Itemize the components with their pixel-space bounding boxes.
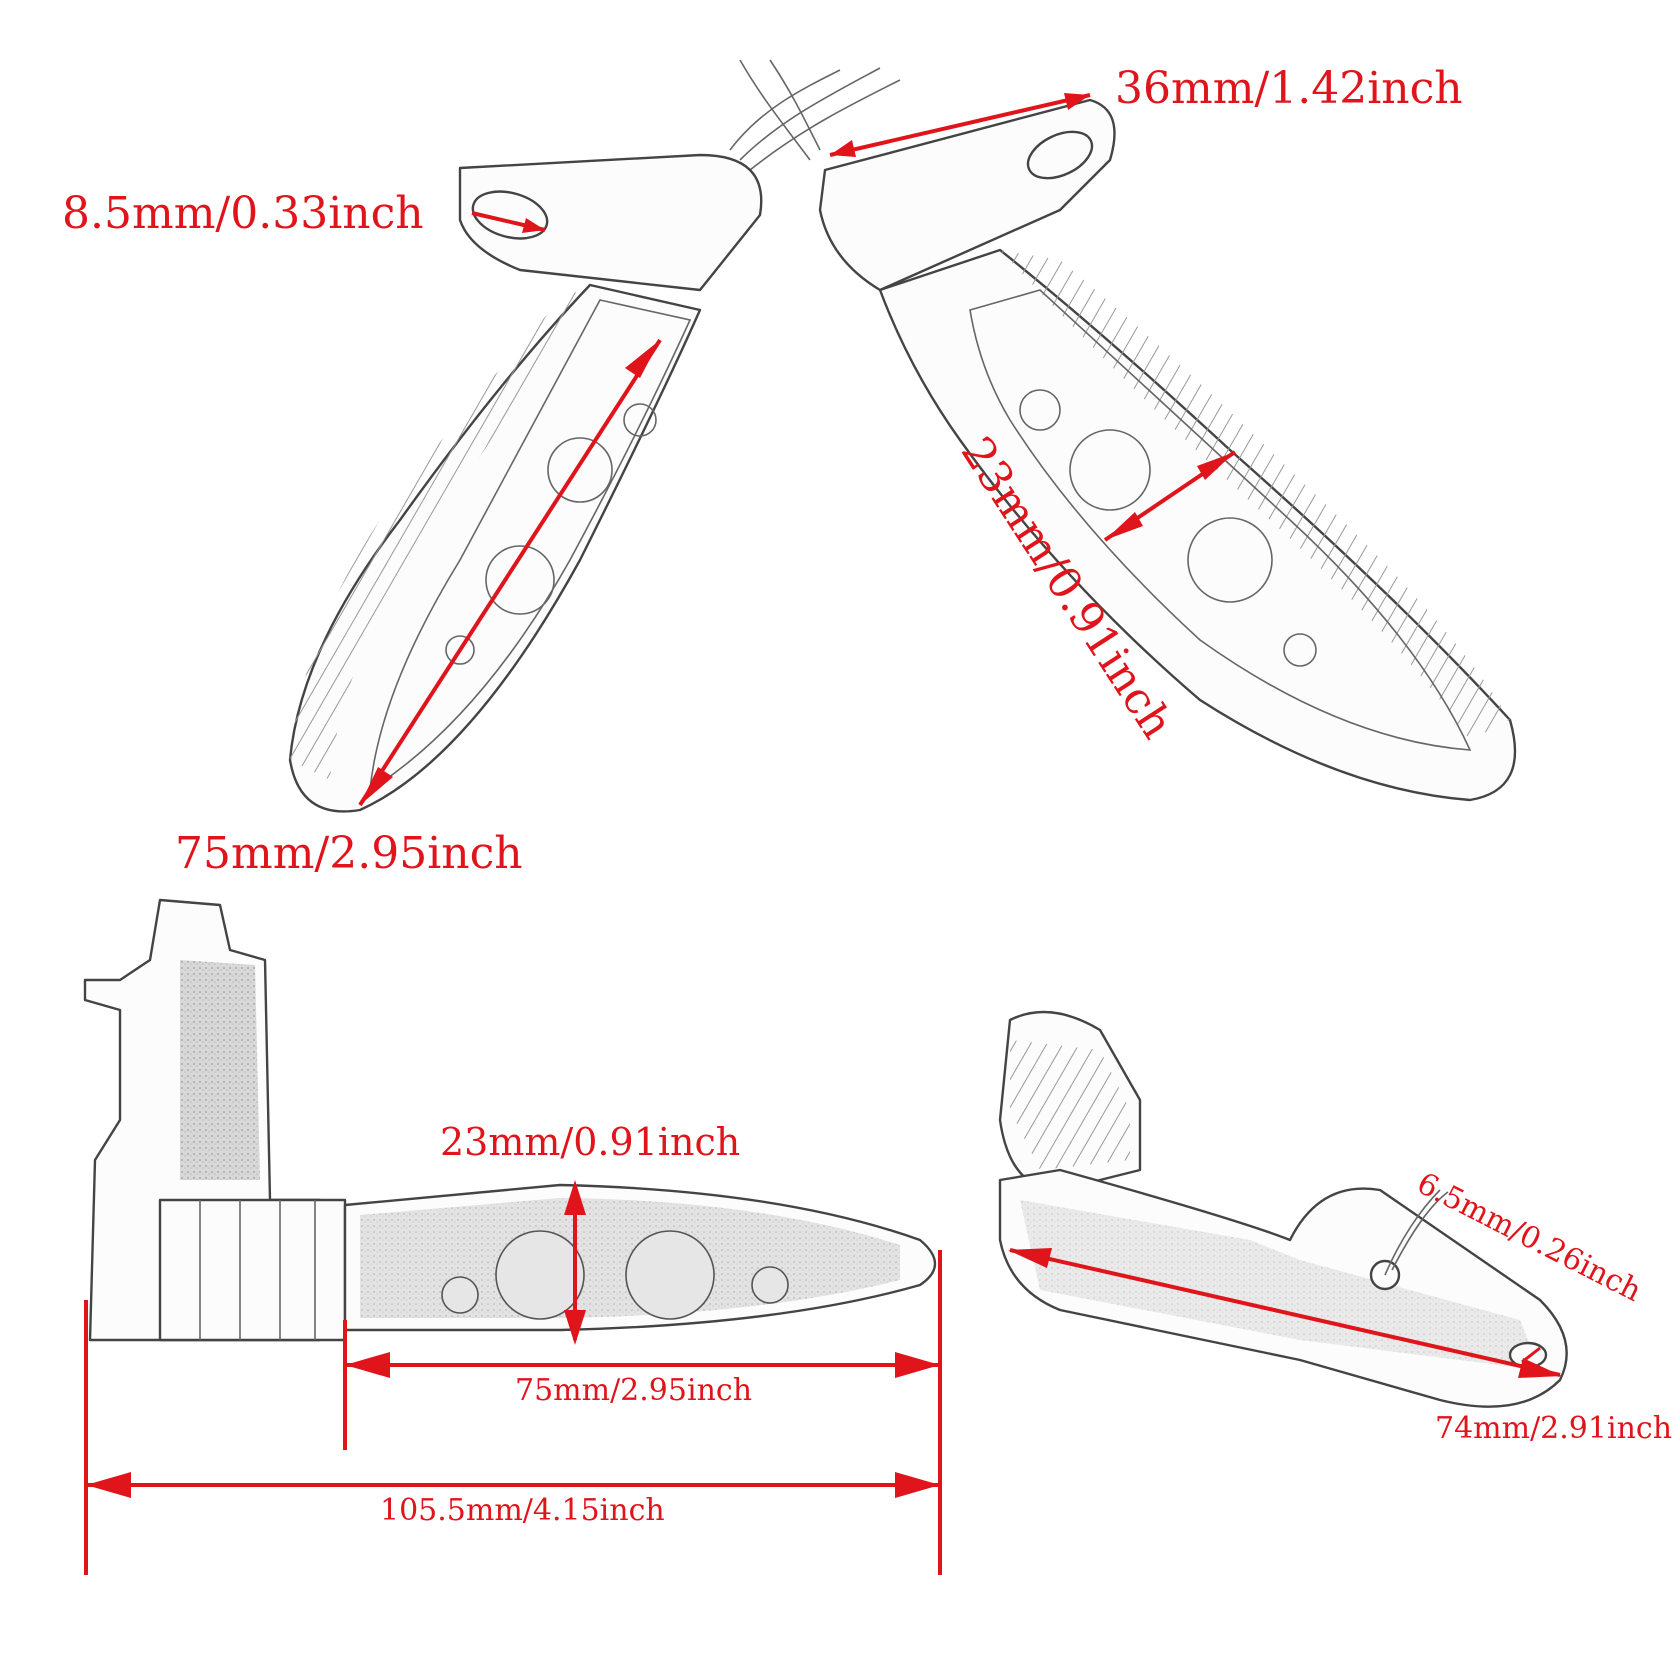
stem-view-indicator — [998, 1010, 1568, 1408]
stem-length-label: 74mm/2.91inch — [1435, 1411, 1672, 1446]
top-left-indicator — [288, 67, 901, 813]
top-left-wires — [729, 67, 901, 171]
side-view-indicator — [83, 898, 937, 1342]
top-left-led-3 — [623, 403, 657, 437]
top-right-indicator — [739, 59, 1517, 802]
top-hole-diameter-label: 8.5mm/0.33inch — [62, 188, 424, 239]
top-left-ribs — [290, 285, 590, 780]
side-view-led-4 — [751, 1266, 789, 1304]
top-left-led-2 — [485, 545, 555, 615]
dimension-top-hole-diameter: 8.5mm/0.33inch — [62, 188, 546, 239]
stem-view-wire — [1384, 1189, 1449, 1276]
top-left-led-4 — [445, 635, 475, 665]
top-left-bracket — [458, 153, 763, 292]
top-right-ribs — [1000, 250, 1510, 740]
dimension-top-lens-length: 75mm/2.95inch — [175, 338, 662, 879]
dimension-top-bracket-width: 36mm/1.42inch — [829, 63, 1463, 157]
side-total-length-label: 105.5mm/4.15inch — [380, 1493, 665, 1528]
dimension-side-diameter: 23mm/0.91inch — [440, 1120, 740, 1345]
side-view-led-1 — [495, 1230, 585, 1320]
side-view-led-2 — [625, 1230, 715, 1320]
side-lens-length-label: 75mm/2.95inch — [515, 1373, 752, 1408]
top-lens-length-label: 75mm/2.95inch — [175, 828, 523, 879]
dimension-side-lens-length: 75mm/2.95inch — [343, 1250, 942, 1575]
top-right-led-4 — [1283, 633, 1317, 667]
side-diameter-label: 23mm/0.91inch — [440, 1120, 740, 1164]
side-view-mount-texture — [180, 960, 260, 1180]
top-bracket-width-label: 36mm/1.42inch — [1115, 63, 1463, 114]
top-right-lens — [969, 289, 1472, 751]
top-right-led-1 — [1069, 429, 1151, 511]
side-view-led-3 — [441, 1276, 479, 1314]
dimension-stem-length: 74mm/2.91inch — [1008, 1248, 1672, 1446]
top-right-led-3 — [1019, 389, 1061, 431]
side-view-collar — [158, 1198, 347, 1342]
dimension-side-total-length: 105.5mm/4.15inch — [84, 1300, 940, 1575]
top-left-led-1 — [547, 437, 613, 503]
top-right-wires — [739, 59, 821, 161]
top-right-led-2 — [1187, 517, 1273, 603]
top-right-bracket-hole — [1026, 130, 1094, 180]
stem-view-arm-texture — [1020, 1200, 1540, 1370]
stem-view-head-ribs — [1010, 1040, 1130, 1170]
